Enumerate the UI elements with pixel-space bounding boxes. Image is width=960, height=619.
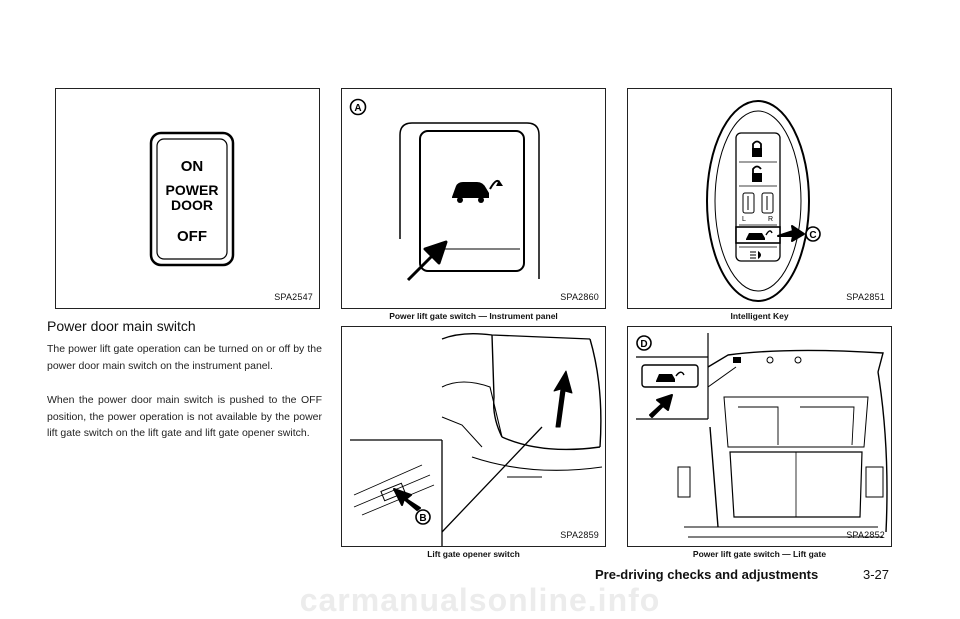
figure-code: SPA2547 xyxy=(274,292,313,302)
footer-section: Pre-driving checks and adjustments xyxy=(595,567,819,582)
figure-intelligent-key: L R C SPA2851 xyxy=(627,88,892,309)
section-title: Power door main switch xyxy=(47,318,196,334)
intelligent-key-illustration: L R C xyxy=(706,100,821,302)
paragraph: The power lift gate operation can be tur… xyxy=(47,343,322,372)
switch-power-label: POWER xyxy=(166,182,219,198)
watermark: carmanualsonline.info xyxy=(299,582,661,618)
switch-door-label: DOOR xyxy=(171,197,213,213)
figure-code: SPA2851 xyxy=(846,292,885,302)
figure-power-door-switch: ON POWER DOOR OFF SPA2547 xyxy=(55,88,320,309)
figure-code: SPA2860 xyxy=(560,292,599,302)
callout-c: C xyxy=(809,230,816,241)
callout-d: D xyxy=(640,339,647,350)
footer-page-number: 3-27 xyxy=(863,567,890,582)
switch-off-label: OFF xyxy=(177,228,207,245)
figure-instrument-panel: A SPA2860 xyxy=(341,88,606,309)
paragraph: When the power door main switch is pushe… xyxy=(47,394,322,439)
switch-on-label: ON xyxy=(181,158,204,175)
figure-caption: Intelligent Key xyxy=(730,311,789,321)
key-right-label: R xyxy=(768,216,773,223)
instrument-panel-illustration: A xyxy=(349,98,540,282)
figure-opener-switch: B SPA2859 xyxy=(341,326,606,547)
lift-gate-illustration: D xyxy=(636,333,888,538)
figure-lift-gate-switch: D SPA2852 xyxy=(627,326,892,547)
figure-caption: Lift gate opener switch xyxy=(427,549,520,559)
callout-a: A xyxy=(354,103,361,114)
power-door-switch-illustration: ON POWER DOOR OFF xyxy=(149,131,235,267)
callout-b: B xyxy=(419,513,426,524)
figure-code: SPA2859 xyxy=(560,530,599,540)
figure-caption: Power lift gate switch — Instrument pane… xyxy=(389,311,558,321)
opener-switch-illustration: B xyxy=(350,333,603,546)
figure-caption: Power lift gate switch — Lift gate xyxy=(692,549,827,559)
key-left-label: L xyxy=(742,216,746,223)
figure-code: SPA2852 xyxy=(846,530,885,540)
